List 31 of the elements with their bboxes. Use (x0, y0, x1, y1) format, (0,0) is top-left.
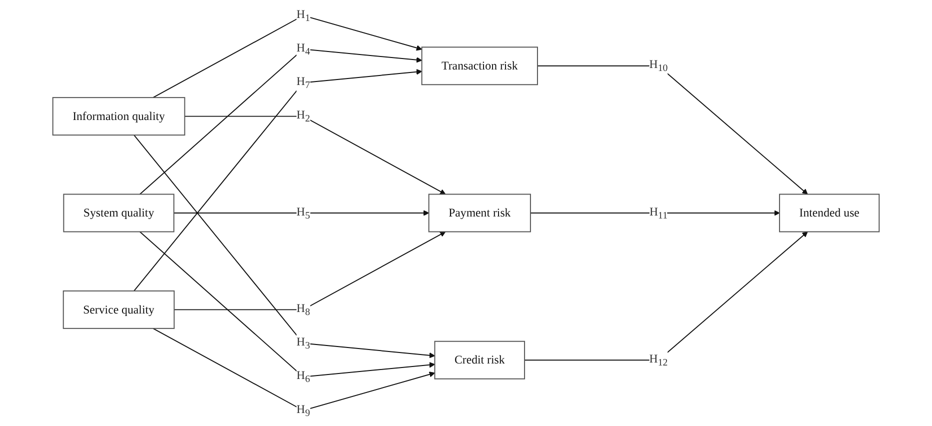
arrow (173, 210, 430, 216)
edge-label: H$_{7}$ (296, 74, 310, 91)
node-box: Information quality (52, 97, 186, 136)
edge-label: H$_{10}$ (649, 58, 668, 74)
node-box: Service quality (62, 290, 175, 329)
edge-label: H$_{1}$ (296, 7, 310, 24)
edge-label: H$_{9}$ (296, 402, 310, 418)
node-box: Transaction risk (421, 46, 538, 86)
arrow (530, 210, 780, 216)
arrow (139, 48, 422, 195)
arrow (184, 116, 446, 195)
arrow (174, 231, 446, 310)
arrow (139, 231, 436, 378)
arrow (524, 231, 808, 361)
edge-label: H$_{5}$ (296, 204, 310, 221)
arrow (152, 328, 436, 412)
arrow (536, 65, 808, 195)
node-box: Credit risk (434, 340, 526, 380)
arrow (134, 69, 422, 292)
edge-label: H$_{12}$ (649, 352, 668, 368)
edge-label: H$_{8}$ (296, 301, 310, 318)
edge-label: H$_{3}$ (296, 335, 310, 352)
node-box: Intended use (779, 194, 880, 232)
arrow (152, 14, 422, 98)
edge-label: H$_{4}$ (296, 40, 310, 58)
edge-label: H$_{2}$ (296, 108, 310, 124)
node-box: System quality (63, 194, 174, 232)
arrow (134, 134, 436, 358)
node-box: Payment risk (428, 194, 531, 232)
edge-label: H$_{11}$ (649, 204, 668, 221)
edge-label: H$_{6}$ (296, 368, 310, 385)
